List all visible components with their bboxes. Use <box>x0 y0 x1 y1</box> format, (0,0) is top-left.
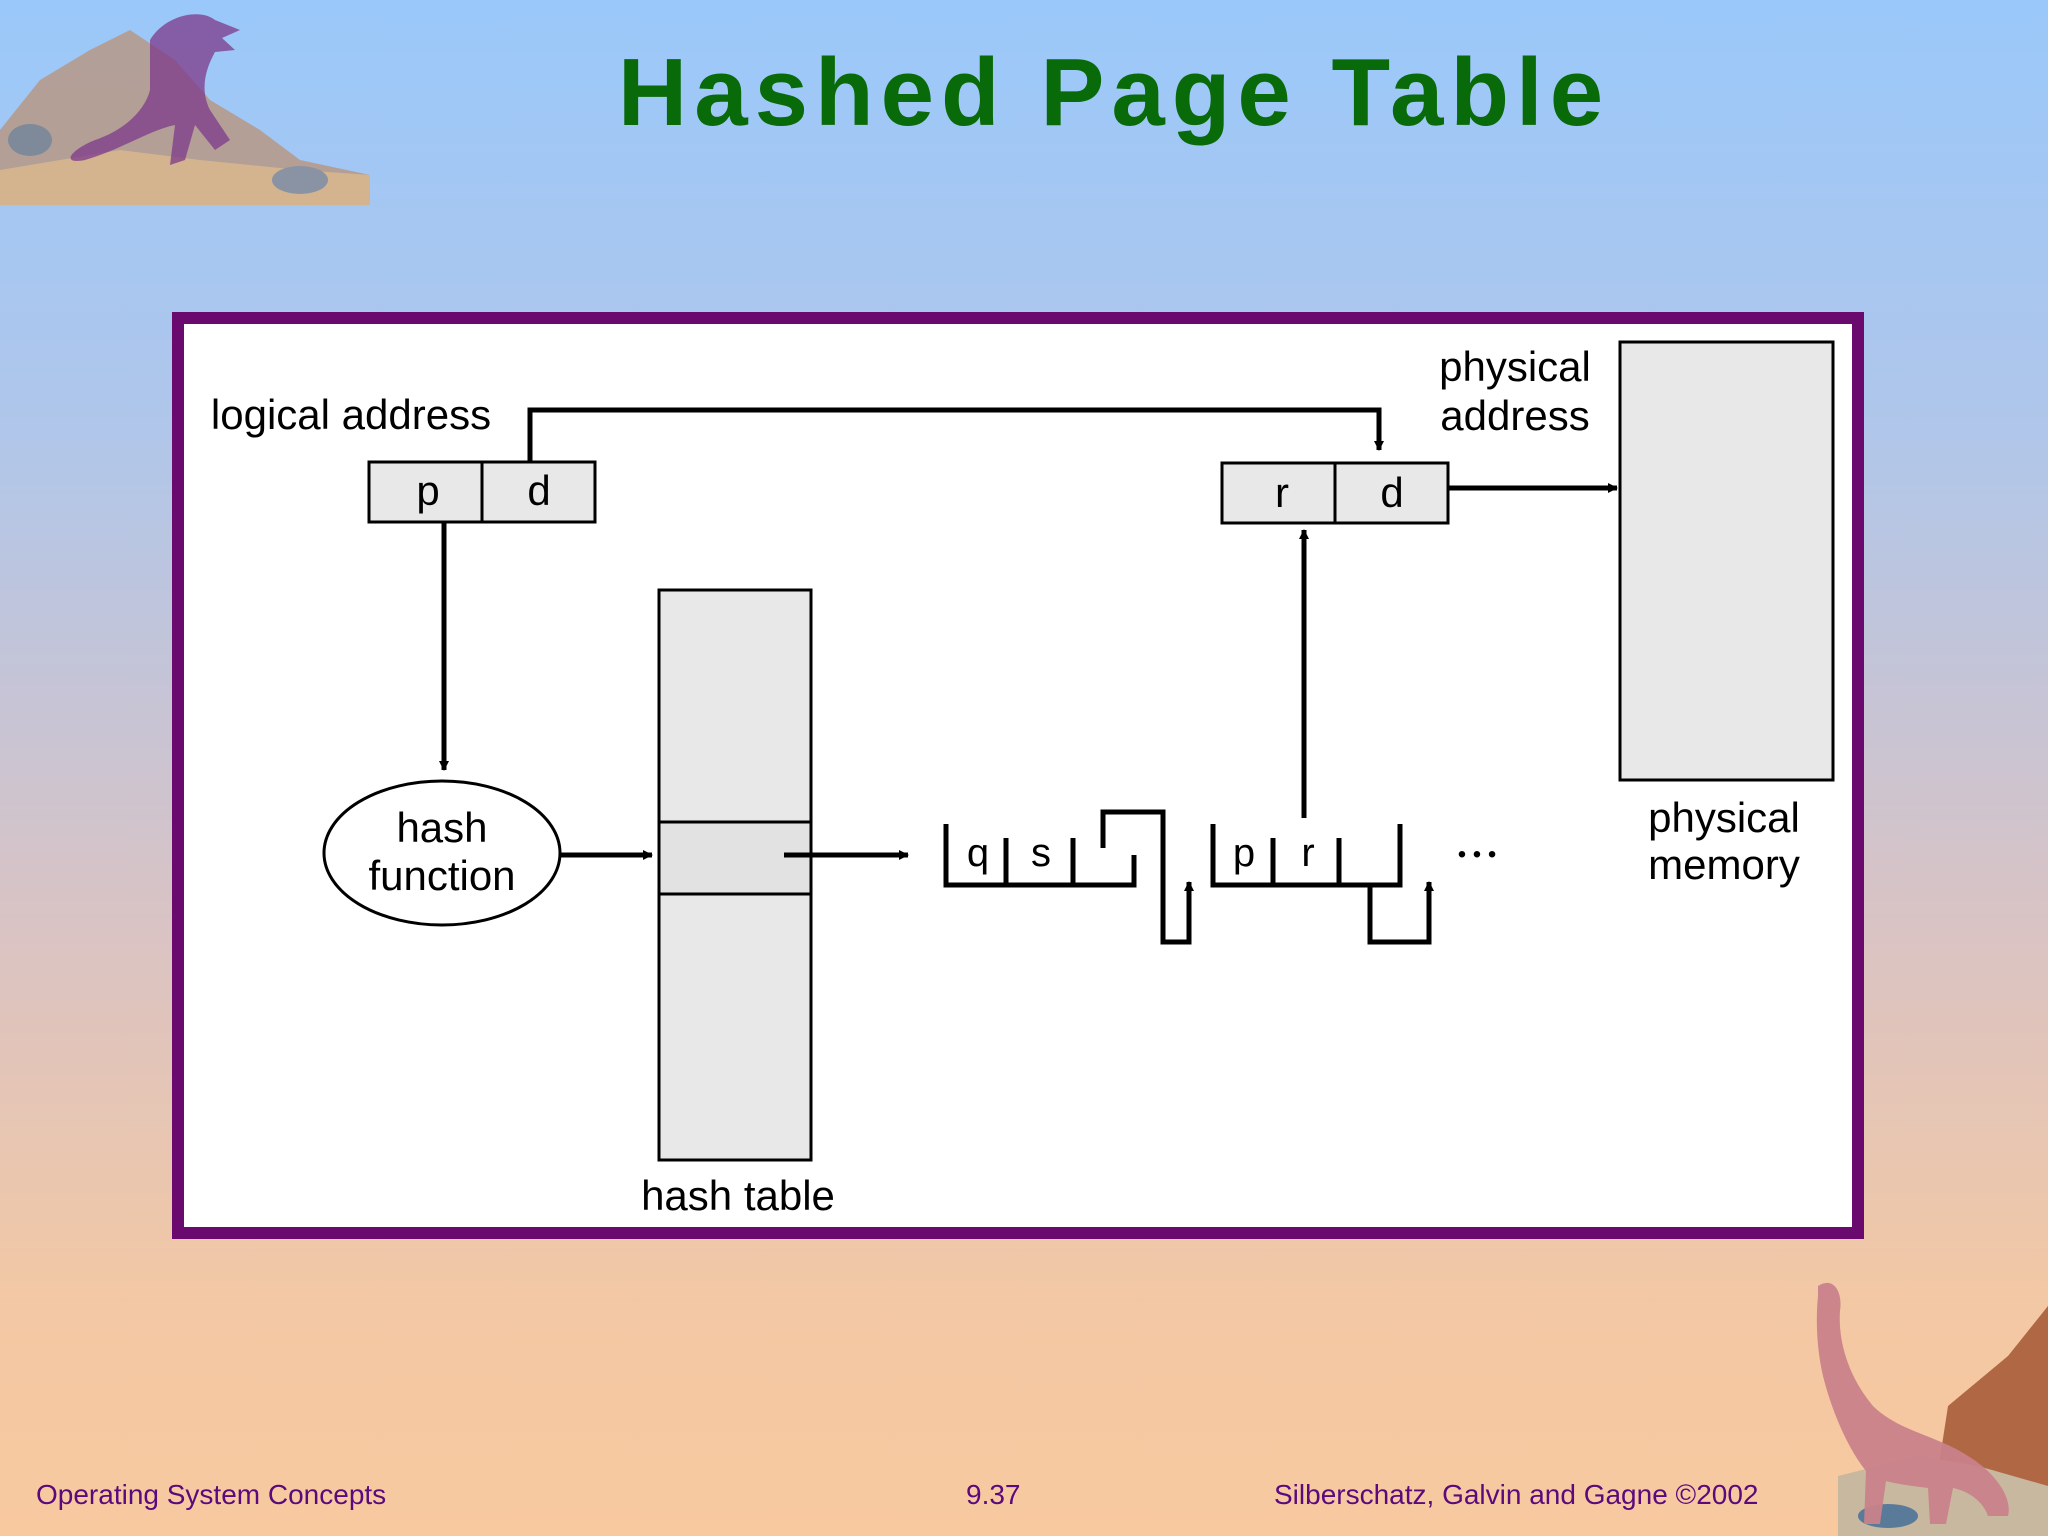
slide-title: Hashed Page Table <box>617 39 1611 146</box>
chain-continuation: • • • <box>1458 841 1497 868</box>
chain-node-1 <box>943 809 1194 945</box>
physical-memory-label-line1: physical <box>1648 794 1800 841</box>
physical-memory-label-line2: memory <box>1648 841 1800 888</box>
physical-memory-box <box>1618 340 1835 782</box>
hash-table <box>657 588 813 1162</box>
footer-course-title: Operating System Concepts <box>36 1479 387 1510</box>
physical-address-frame-field: r <box>1275 469 1289 516</box>
physical-address-offset-field: d <box>1380 469 1403 516</box>
diagram-frame <box>172 312 1864 1239</box>
hash-table-label: hash table <box>641 1172 835 1219</box>
chain-node-1-field-q: q <box>967 831 989 875</box>
logical-address-offset-field: d <box>527 467 550 514</box>
chain-node-1-field-s: s <box>1031 831 1051 875</box>
chain-node-2 <box>1210 824 1434 945</box>
hash-function-label-line1: hash <box>396 804 487 851</box>
logical-address-register <box>367 460 597 524</box>
chain-node-2-field-p: p <box>1233 831 1255 875</box>
dinosaur-illustration-top-left <box>0 14 370 205</box>
offset-arrow <box>527 407 1384 462</box>
chain-node-2-field-r: r <box>1301 831 1314 875</box>
dinosaur-illustration-bottom-right <box>1816 1282 2048 1536</box>
footer-copyright: Silberschatz, Galvin and Gagne ©2002 <box>1274 1479 1759 1510</box>
physical-address-label-line2: address <box>1440 392 1589 439</box>
physical-address-label-line1: physical <box>1439 343 1591 390</box>
logical-address-label: logical address <box>211 391 491 438</box>
logical-address-page-field: p <box>416 467 439 514</box>
hash-function-label-line2: function <box>368 852 515 899</box>
physical-address-register <box>1220 461 1450 525</box>
footer-slide-number: 9.37 <box>966 1479 1021 1510</box>
